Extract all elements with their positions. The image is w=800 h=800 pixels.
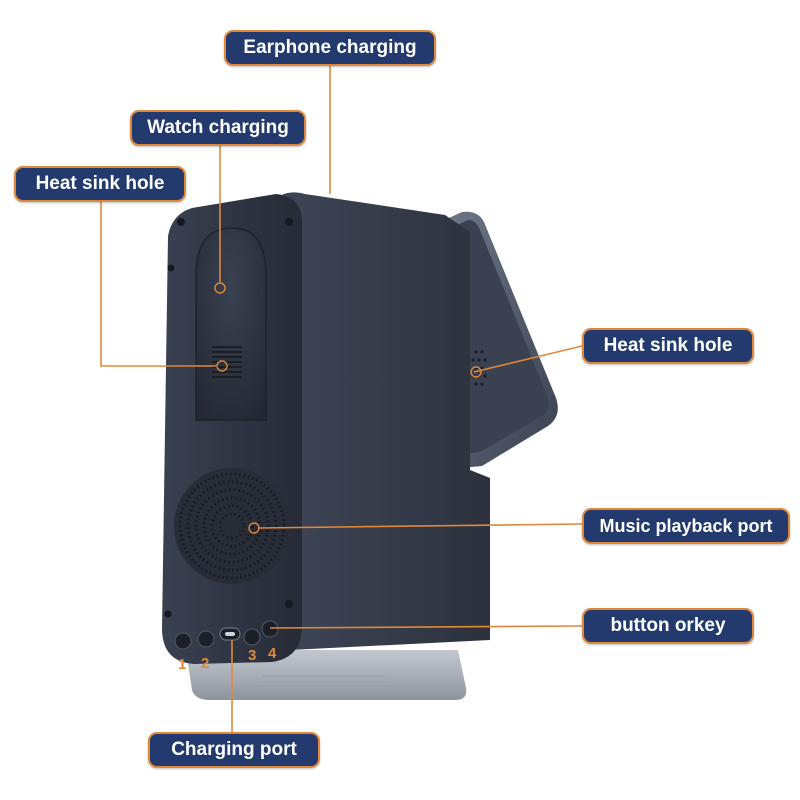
button-number-4: 4 xyxy=(268,645,277,662)
screw-holes xyxy=(164,218,293,618)
callout-watch-charging: Watch charging xyxy=(130,110,306,146)
device-base xyxy=(186,650,467,700)
side-vents xyxy=(471,350,487,386)
speaker-grille xyxy=(174,468,290,584)
button-number-2: 2 xyxy=(201,655,210,672)
leader-lines xyxy=(100,66,583,732)
target-markers xyxy=(214,282,482,534)
callout-charging-port: Charging port xyxy=(148,732,320,768)
callout-heat-sink-hole-right: Heat sink hole xyxy=(582,328,754,364)
button-number-1: 1 xyxy=(178,656,187,673)
usb-c-port xyxy=(219,627,241,641)
callout-heat-sink-hole-left: Heat sink hole xyxy=(14,166,186,202)
callout-button-orkey: button orkey xyxy=(582,608,754,644)
device-buttons xyxy=(174,620,279,650)
button-number-3: 3 xyxy=(248,647,257,664)
charging-stand-face xyxy=(446,220,550,456)
base-grille xyxy=(258,675,390,689)
callout-music-playback-port: Music playback port xyxy=(582,508,790,544)
callout-earphone-charging: Earphone charging xyxy=(224,30,436,66)
device-side xyxy=(280,192,490,650)
watch-charging-cradle xyxy=(195,227,267,421)
